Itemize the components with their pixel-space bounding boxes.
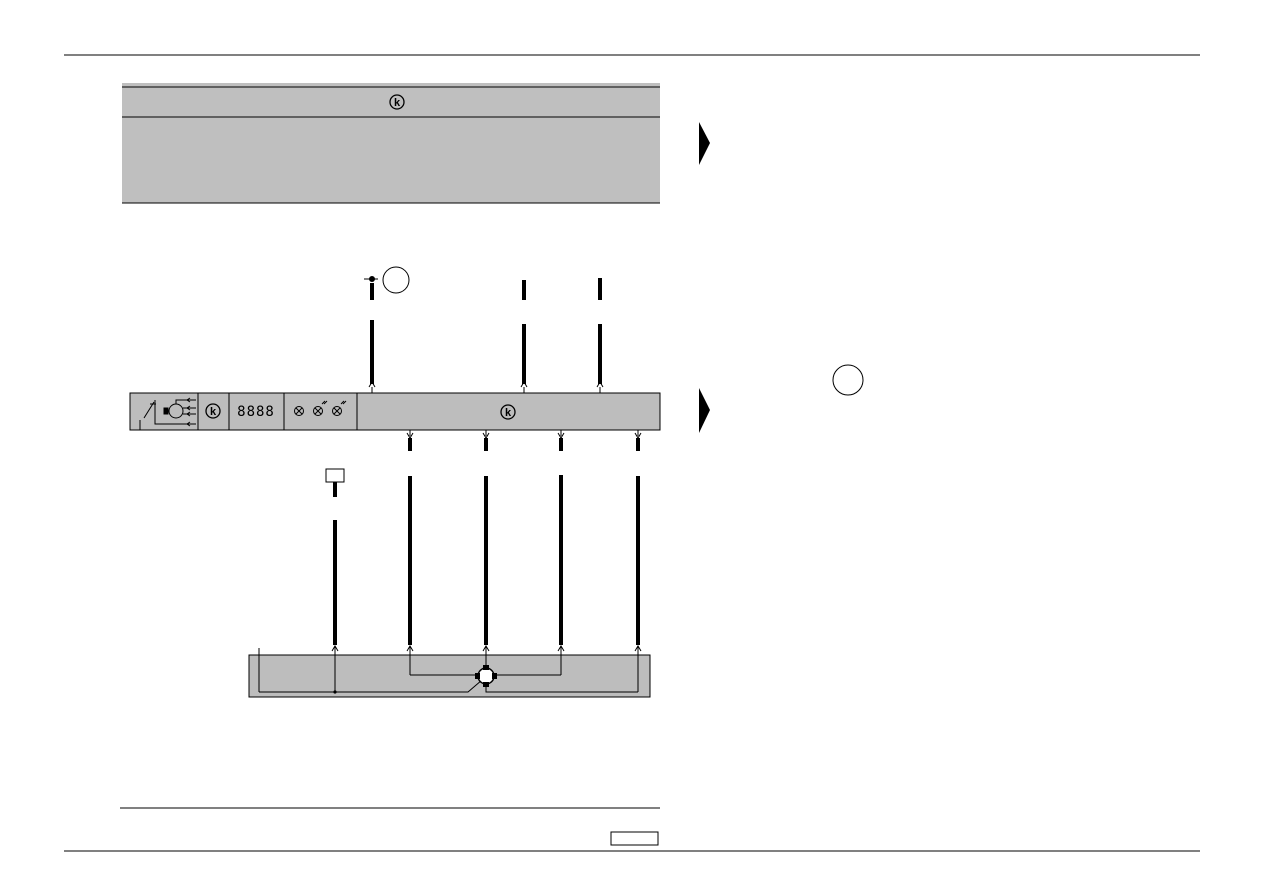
sensor-motor-icon [139, 397, 196, 430]
header-k-icon: k [389, 94, 405, 110]
control-unit-k-icon: k [500, 404, 516, 420]
right-callout-circle [832, 364, 864, 396]
lower-sensor-panel [248, 645, 651, 698]
digital-display-icon: 8888 [237, 404, 275, 420]
connector-box [325, 468, 345, 483]
k-diagnosis-icon: k [205, 403, 221, 419]
control-unit-k-symbol: k [505, 407, 512, 419]
upper-wires [364, 266, 604, 393]
control-unit-panel: k 8888 k [129, 392, 661, 431]
top-callout-circle [382, 266, 410, 294]
lower-wires [325, 430, 642, 645]
panel-k-symbol: k [210, 406, 217, 418]
right-arrow-1-icon [699, 122, 710, 165]
header-band: k [122, 83, 660, 204]
page-number-box [610, 831, 659, 846]
bridge-sensor-icon [475, 665, 497, 687]
warning-lamps-icon [294, 400, 347, 416]
right-arrow-2-icon [699, 388, 710, 433]
display-digits: 8888 [237, 404, 275, 420]
header-k-symbol: k [394, 97, 401, 109]
